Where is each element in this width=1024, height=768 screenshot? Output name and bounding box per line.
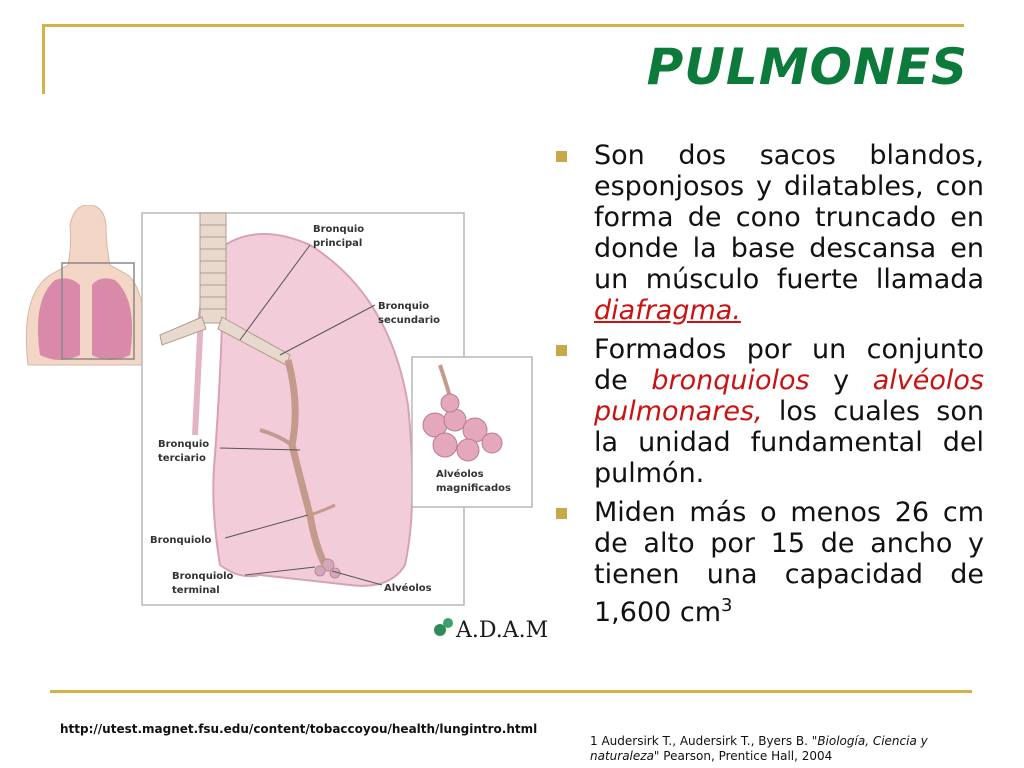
bullet-square-icon <box>556 508 567 519</box>
term-bronquiolos: bronquiolos <box>651 365 810 396</box>
label-bronquio-secundario-2: secundario <box>378 315 440 326</box>
citation-title: "Biología, Ciencia y naturaleza" <box>590 734 928 763</box>
bullet-text: Miden más o menos 26 cm de alto por 15 d… <box>594 497 984 628</box>
adam-logo-text: A.D.A.M. <box>455 618 550 643</box>
source-url: http://utest.magnet.fsu.edu/content/toba… <box>60 722 538 736</box>
label-bronquio-secundario: Bronquio <box>378 301 429 312</box>
frame-bottom-line <box>50 690 972 693</box>
adam-logo: A.D.A.M. <box>434 618 550 643</box>
bullet-text: y <box>809 365 873 396</box>
bullet-text: los cuales son la unidad fundamental del… <box>594 396 984 489</box>
bullet-text: Formados por un conjunto de <box>594 334 984 396</box>
frame-top-line <box>42 24 964 27</box>
bullet-text: Son dos sacos blandos, esponjosos y dila… <box>594 140 984 295</box>
label-bronquiolo-terminal: Bronquiolo <box>172 571 234 582</box>
lung-anatomy-figure: Bronquio principal Bronquio secundario B… <box>25 205 550 643</box>
bullet-item: Miden más o menos 26 cm de alto por 15 d… <box>556 497 984 628</box>
label-alveolos-magnificados-2: magnificados <box>436 483 511 494</box>
label-bronquiolo: Bronquiolo <box>150 535 212 546</box>
alveoli-cluster <box>422 364 503 462</box>
label-alveolos: Alvéolos <box>384 582 432 594</box>
torso-thumbnail <box>25 205 145 366</box>
term-alveolos: alvéolos pulmonares, <box>594 365 984 427</box>
citation: 1 Audersirk T., Audersirk T., Byers B. "… <box>590 734 950 764</box>
bronchial-tree <box>284 359 329 567</box>
slide-title: PULMONES <box>646 38 968 96</box>
label-alveolos-magnificados: Alvéolos <box>436 468 484 480</box>
label-bronquio-terciario-2: terciario <box>158 453 206 464</box>
citation-authors: 1 Audersirk T., Audersirk T., Byers B. <box>590 734 812 748</box>
label-bronquiolo-terminal-2: terminal <box>172 585 220 596</box>
superscript: 3 <box>721 595 733 616</box>
frame-left-line <box>42 24 45 94</box>
citation-publisher: Pearson, Prentice Hall, 2004 <box>659 749 833 763</box>
bullet-square-icon <box>556 345 567 356</box>
trachea <box>159 212 291 366</box>
term-diafragma: diafragma. <box>594 295 741 326</box>
lung-shape <box>212 233 414 587</box>
label-bronquio-principal: Bronquio <box>313 224 364 235</box>
bullet-square-icon <box>556 151 567 162</box>
bullet-list: Son dos sacos blandos, esponjosos y dila… <box>556 140 984 636</box>
bullet-item: Son dos sacos blandos, esponjosos y dila… <box>556 140 984 326</box>
label-bronquio-terciario: Bronquio <box>158 439 209 450</box>
leader-lines <box>219 244 383 586</box>
label-bronquio-principal-2: principal <box>313 238 362 249</box>
bullet-item: Formados por un conjunto de bronquiolos … <box>556 334 984 489</box>
